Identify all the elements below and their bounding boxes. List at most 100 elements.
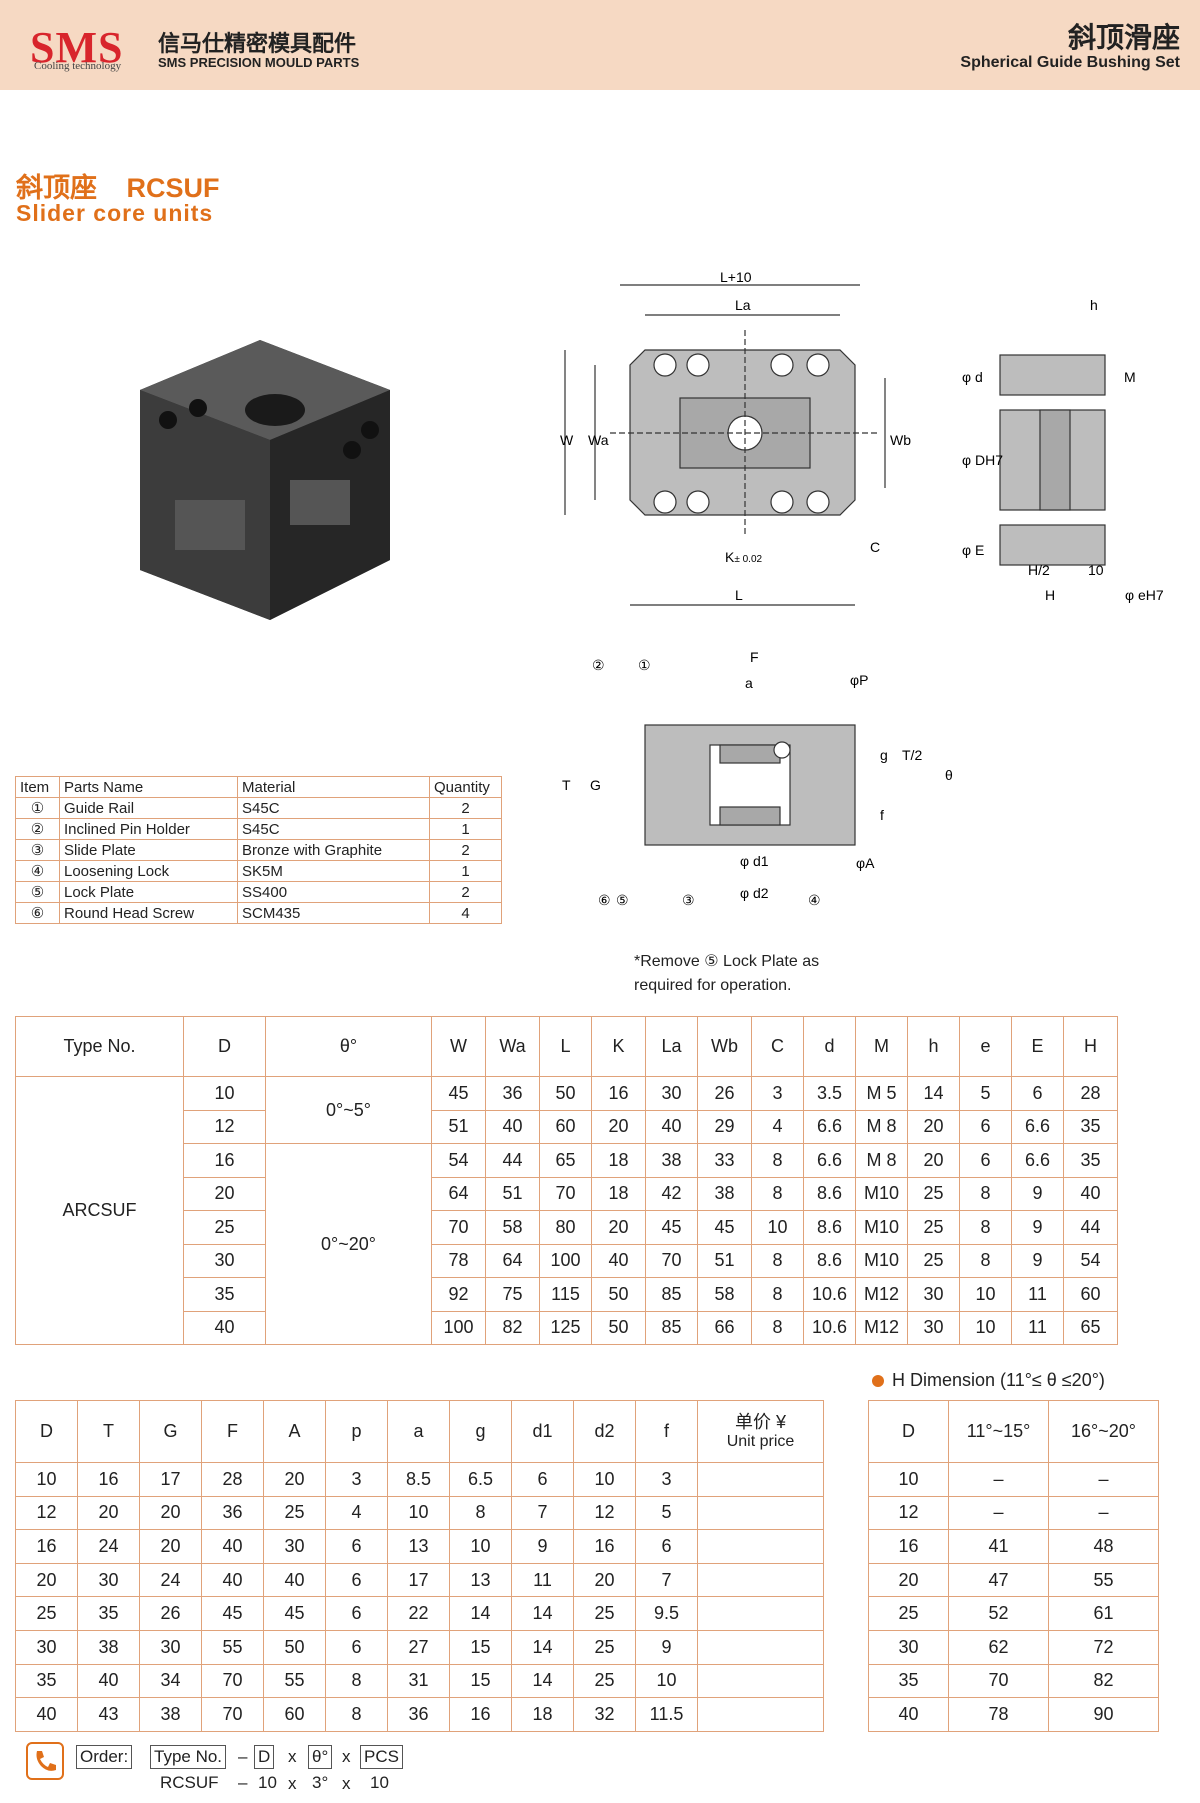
label-Wb: Wb — [890, 432, 911, 448]
dimension-cell: 9.5 — [635, 1596, 698, 1631]
parts-cell: SK5M — [237, 860, 430, 882]
spec-cell: 10.6 — [803, 1310, 856, 1345]
label-f: f — [880, 807, 884, 823]
parts-cell: Slide Plate — [59, 839, 238, 861]
order-type-label: Type No. — [150, 1745, 227, 1769]
dimension-cell: 8 — [325, 1697, 388, 1732]
label-h: h — [1090, 297, 1098, 313]
spec-header-cell: h — [907, 1016, 960, 1077]
dimension-cell: 10 — [387, 1495, 450, 1531]
spec-cell: 85 — [645, 1277, 698, 1312]
spec-type-no: ARCSUF — [15, 1076, 184, 1345]
unit-price-header: 单价 ¥Unit price — [697, 1400, 824, 1463]
unit-price-cell — [697, 1697, 824, 1732]
dimension-cell: 14 — [511, 1629, 574, 1665]
parts-cell: S45C — [237, 797, 430, 819]
dimension-cell: 14 — [511, 1596, 574, 1631]
unit-price-cell — [697, 1629, 824, 1665]
dimension-cell: 30 — [15, 1629, 78, 1665]
spec-cell: 38 — [645, 1143, 698, 1178]
dimension-cell: 20 — [263, 1462, 326, 1497]
label-H2: H/2 — [1028, 562, 1050, 578]
order-example-x-1: x — [288, 1774, 297, 1793]
label-L10: L+10 — [720, 270, 752, 285]
h-cell: 40 — [868, 1697, 949, 1732]
parts-cell: SCM435 — [237, 902, 430, 924]
spec-cell: 58 — [697, 1277, 752, 1312]
dimension-cell: 50 — [263, 1629, 326, 1665]
spec-cell: 40 — [645, 1109, 698, 1144]
parts-header-material: Material — [237, 776, 430, 798]
dimension-cell: 15 — [449, 1629, 512, 1665]
logo: SMS — [30, 23, 124, 72]
dimension-cell: 6.5 — [449, 1462, 512, 1497]
spec-cell: 25 — [907, 1243, 960, 1278]
label-C: C — [870, 539, 880, 555]
spec-cell: 20 — [591, 1109, 646, 1144]
spec-cell: 10 — [183, 1076, 266, 1111]
spec-cell: 8.6 — [803, 1210, 856, 1245]
dimension-cell: 31 — [387, 1663, 450, 1699]
parts-cell: 2 — [429, 797, 502, 819]
spec-cell: 18 — [591, 1143, 646, 1178]
h-dimension-caption: H Dimension (11°≤ θ ≤20°) — [872, 1370, 1105, 1391]
dimension-cell: 25 — [263, 1495, 326, 1531]
parts-cell: ⑤ — [15, 881, 60, 903]
h-cell: 52 — [948, 1596, 1049, 1631]
dimension-cell: 14 — [511, 1663, 574, 1699]
parts-cell: ③ — [15, 839, 60, 861]
parts-header-quantity: Quantity — [429, 776, 502, 798]
spec-cell: 40 — [183, 1310, 266, 1345]
dimension-cell: 7 — [635, 1562, 698, 1598]
section-code: RCSUF — [126, 173, 220, 203]
dimension-cell: 10 — [573, 1462, 636, 1497]
spec-cell: M10 — [855, 1210, 908, 1245]
order-format: Order: Type No. – D x θ° x PCS RCSUF – 1… — [26, 1742, 426, 1802]
spec-header-cell: D — [183, 1016, 266, 1077]
dimension-cell: 40 — [201, 1562, 264, 1598]
h-cell: 61 — [1048, 1596, 1159, 1631]
parts-header-item: Item — [15, 776, 60, 798]
dimension-cell: 6 — [635, 1529, 698, 1564]
spec-cell: 35 — [183, 1277, 266, 1312]
spec-header-cell: H — [1063, 1016, 1118, 1077]
operation-note: *Remove ⑤ Lock Plate as required for ope… — [634, 950, 819, 998]
spec-cell: 9 — [1011, 1243, 1064, 1278]
spec-cell: 6.6 — [803, 1143, 856, 1178]
spec-cell: 75 — [485, 1277, 540, 1312]
order-x-1: x — [288, 1747, 297, 1766]
dimension-cell: 14 — [449, 1596, 512, 1631]
callout-2: ② — [592, 657, 605, 673]
spec-cell: 30 — [645, 1076, 698, 1111]
dimension-cell: 16 — [449, 1697, 512, 1732]
spec-cell: 9 — [1011, 1176, 1064, 1211]
spec-cell: 85 — [645, 1310, 698, 1345]
spec-cell: 60 — [539, 1109, 592, 1144]
order-example-x-2: x — [342, 1774, 351, 1793]
spec-cell: 65 — [539, 1143, 592, 1178]
dimension-cell: 12 — [573, 1495, 636, 1531]
label-T: T — [562, 777, 571, 793]
dimension-cell: 30 — [139, 1629, 202, 1665]
spec-cell: 40 — [1063, 1176, 1118, 1211]
spec-cell: 14 — [907, 1076, 960, 1111]
header-title-cn: 斜顶滑座 — [1067, 22, 1180, 53]
dimension-cell: 8.5 — [387, 1462, 450, 1497]
dimension-cell: 55 — [263, 1663, 326, 1699]
dimension-header-cell: g — [449, 1400, 512, 1463]
spec-cell: 64 — [431, 1176, 486, 1211]
spec-cell: M10 — [855, 1176, 908, 1211]
spec-cell: 8 — [959, 1176, 1012, 1211]
spec-cell: 10 — [959, 1310, 1012, 1345]
dimension-cell: 9 — [635, 1629, 698, 1665]
dimension-cell: 7 — [511, 1495, 574, 1531]
dimension-cell: 15 — [449, 1663, 512, 1699]
h-cell: 47 — [948, 1562, 1049, 1598]
spec-cell: 45 — [645, 1210, 698, 1245]
